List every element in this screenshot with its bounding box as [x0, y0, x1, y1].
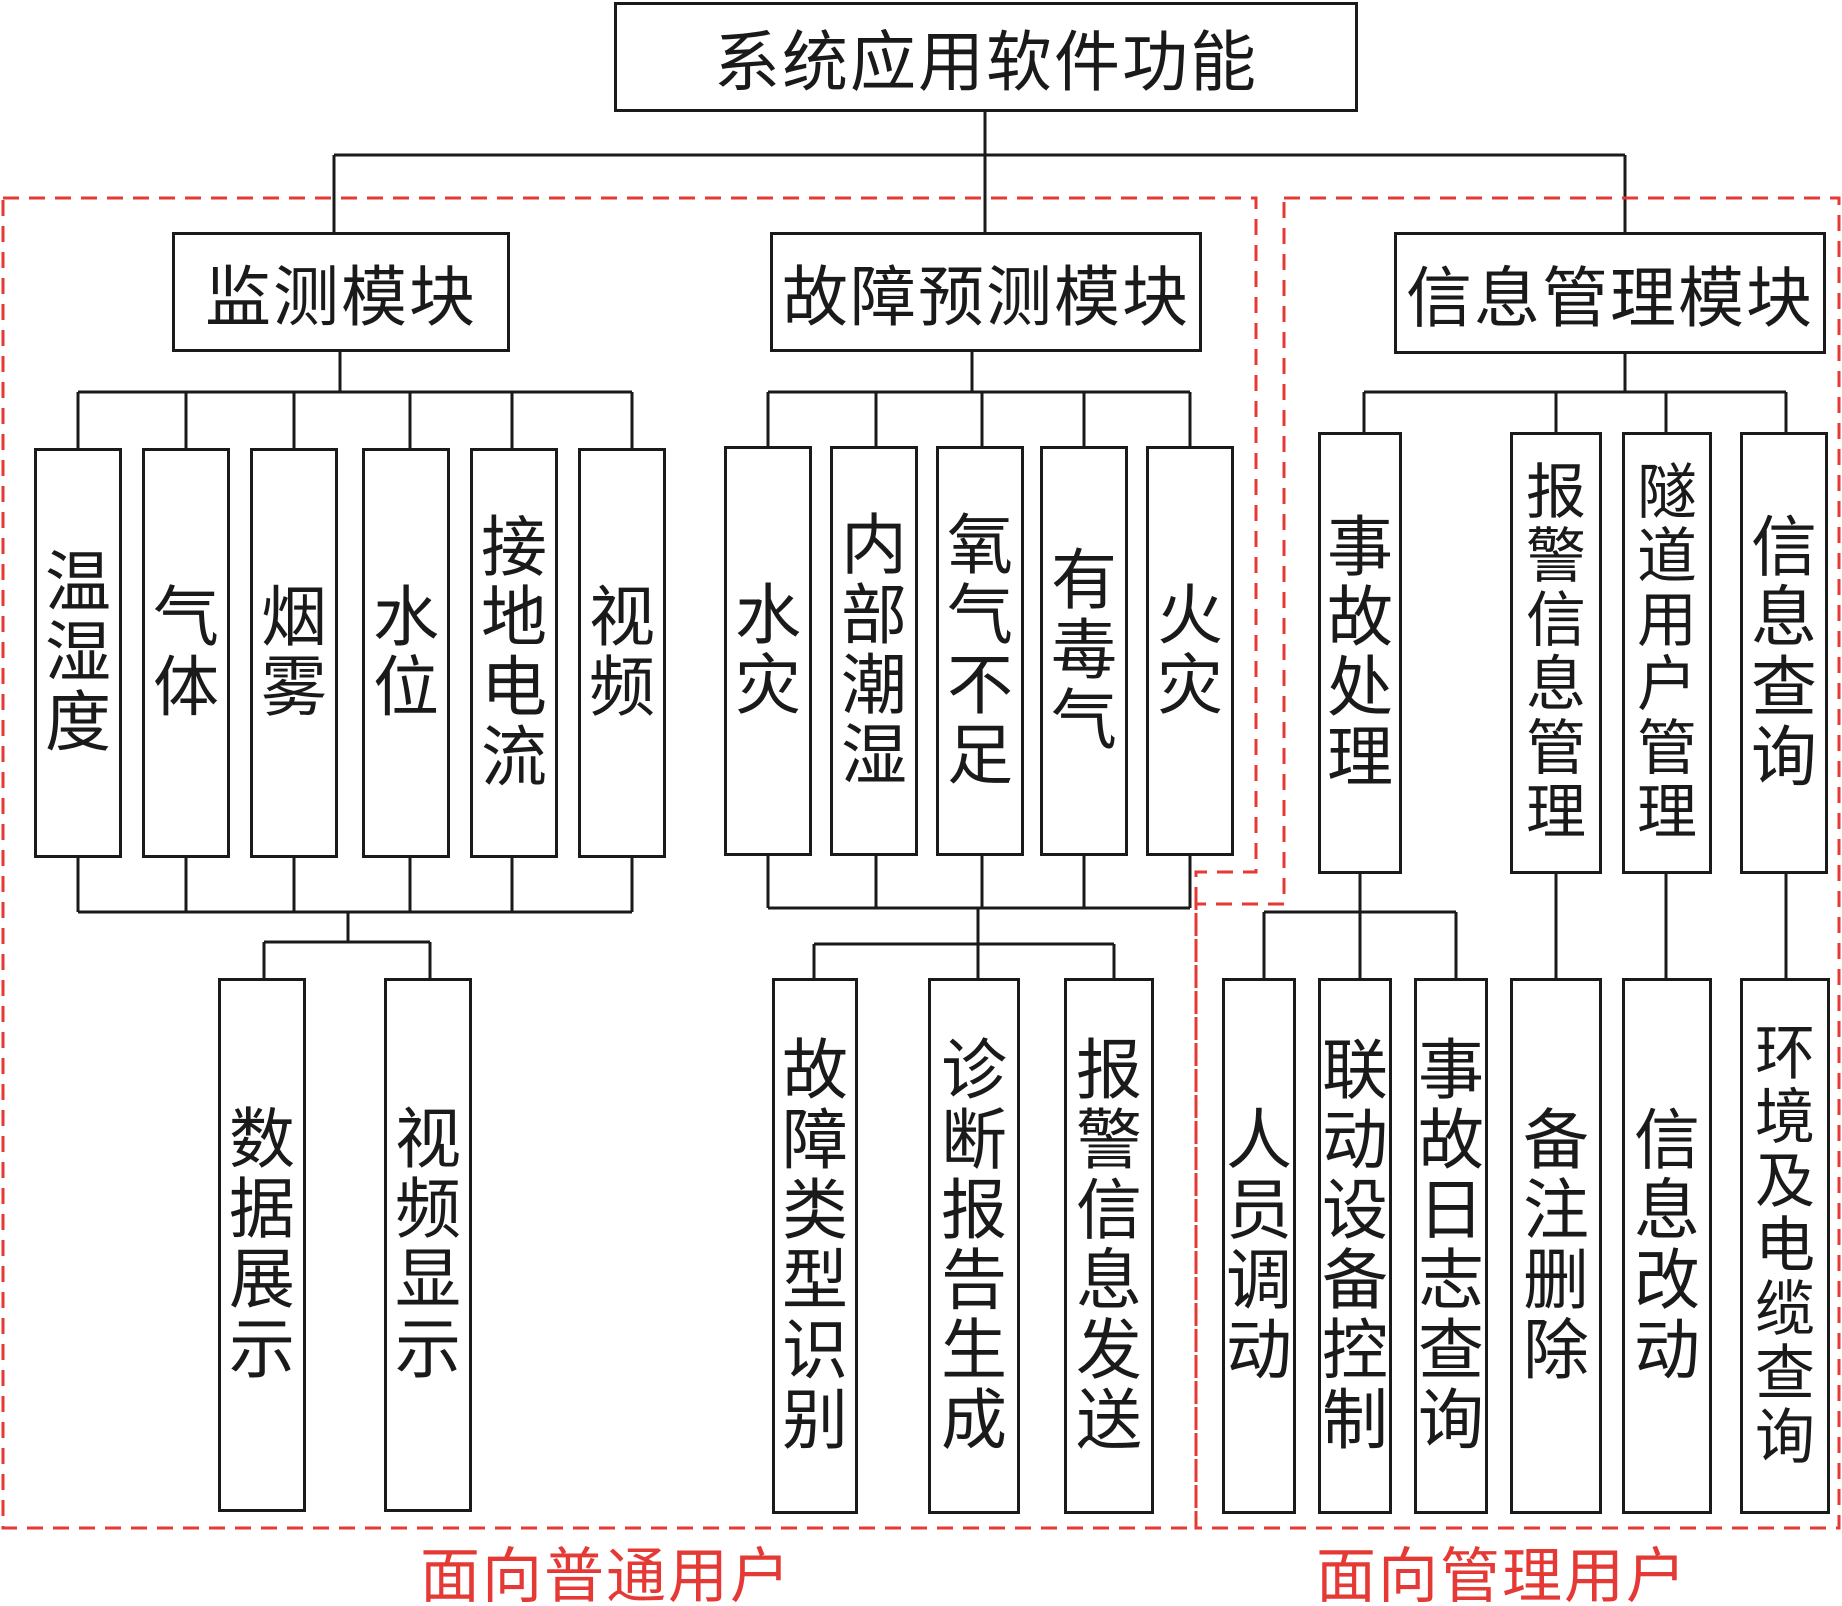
root-box: 系统应用软件功能: [614, 2, 1358, 112]
fault-output-diagnosis-report: 诊断报告生成: [928, 978, 1020, 1514]
connector-monitor-top: [76, 352, 634, 448]
group-border-ordinary: [1, 196, 1258, 1530]
info-sub-note-deletion: 备注删除: [1510, 978, 1602, 1514]
monitor-item-ground-current: 接地电流: [470, 448, 558, 858]
fault-item-fire: 火灾: [1146, 446, 1234, 856]
module-monitoring: 监测模块: [172, 232, 510, 352]
connector-fault-bottom: [766, 856, 1192, 978]
monitor-item-gas: 气体: [142, 448, 230, 858]
accident-sub-personnel-dispatch: 人员调动: [1222, 978, 1296, 1514]
info-sub-info-modification: 信息改动: [1622, 978, 1712, 1514]
info-item-alarm-management: 报警信息管理: [1510, 432, 1602, 874]
info-item-tunnel-user-management: 隧道用户管理: [1622, 432, 1712, 874]
group-label-ordinary-users: 面向普通用户: [420, 1542, 792, 1606]
group-label-admin-users: 面向管理用户: [1316, 1542, 1688, 1606]
fault-item-flood: 水灾: [724, 446, 812, 856]
monitor-item-temp-humidity: 温湿度: [34, 448, 122, 858]
module-fault-prediction: 故障预测模块: [770, 232, 1202, 352]
connector-info-top: [1362, 354, 1788, 432]
fault-output-type-identification: 故障类型识别: [772, 978, 858, 1514]
fault-item-internal-moisture: 内部潮湿: [830, 446, 918, 856]
monitor-item-water-level: 水位: [362, 448, 450, 858]
connector-accident: [1262, 874, 1458, 978]
accident-sub-accident-log-query: 事故日志查询: [1414, 978, 1488, 1514]
fault-item-low-oxygen: 氧气不足: [936, 446, 1024, 856]
fault-output-alarm-sending: 报警信息发送: [1064, 978, 1154, 1514]
connector-monitor-bottom: [76, 858, 634, 978]
info-sub-env-cable-query: 环境及电缆查询: [1740, 978, 1830, 1514]
monitor-item-smoke: 烟雾: [250, 448, 338, 858]
fault-item-toxic-gas: 有毒气: [1040, 446, 1128, 856]
connector-root: [332, 112, 1627, 240]
info-item-info-query: 信息查询: [1740, 432, 1828, 874]
monitor-output-video-display: 视频显示: [384, 978, 472, 1512]
connector-info-sub: [1554, 874, 1788, 978]
monitor-output-data-display: 数据展示: [218, 978, 306, 1512]
module-info-management: 信息管理模块: [1394, 232, 1826, 354]
connector-fault-top: [766, 352, 1192, 446]
accident-sub-linked-device-control: 联动设备控制: [1318, 978, 1392, 1514]
monitor-item-video: 视频: [578, 448, 666, 858]
group-border-admin: [1194, 196, 1841, 1530]
info-item-accident-handling: 事故处理: [1318, 432, 1402, 874]
